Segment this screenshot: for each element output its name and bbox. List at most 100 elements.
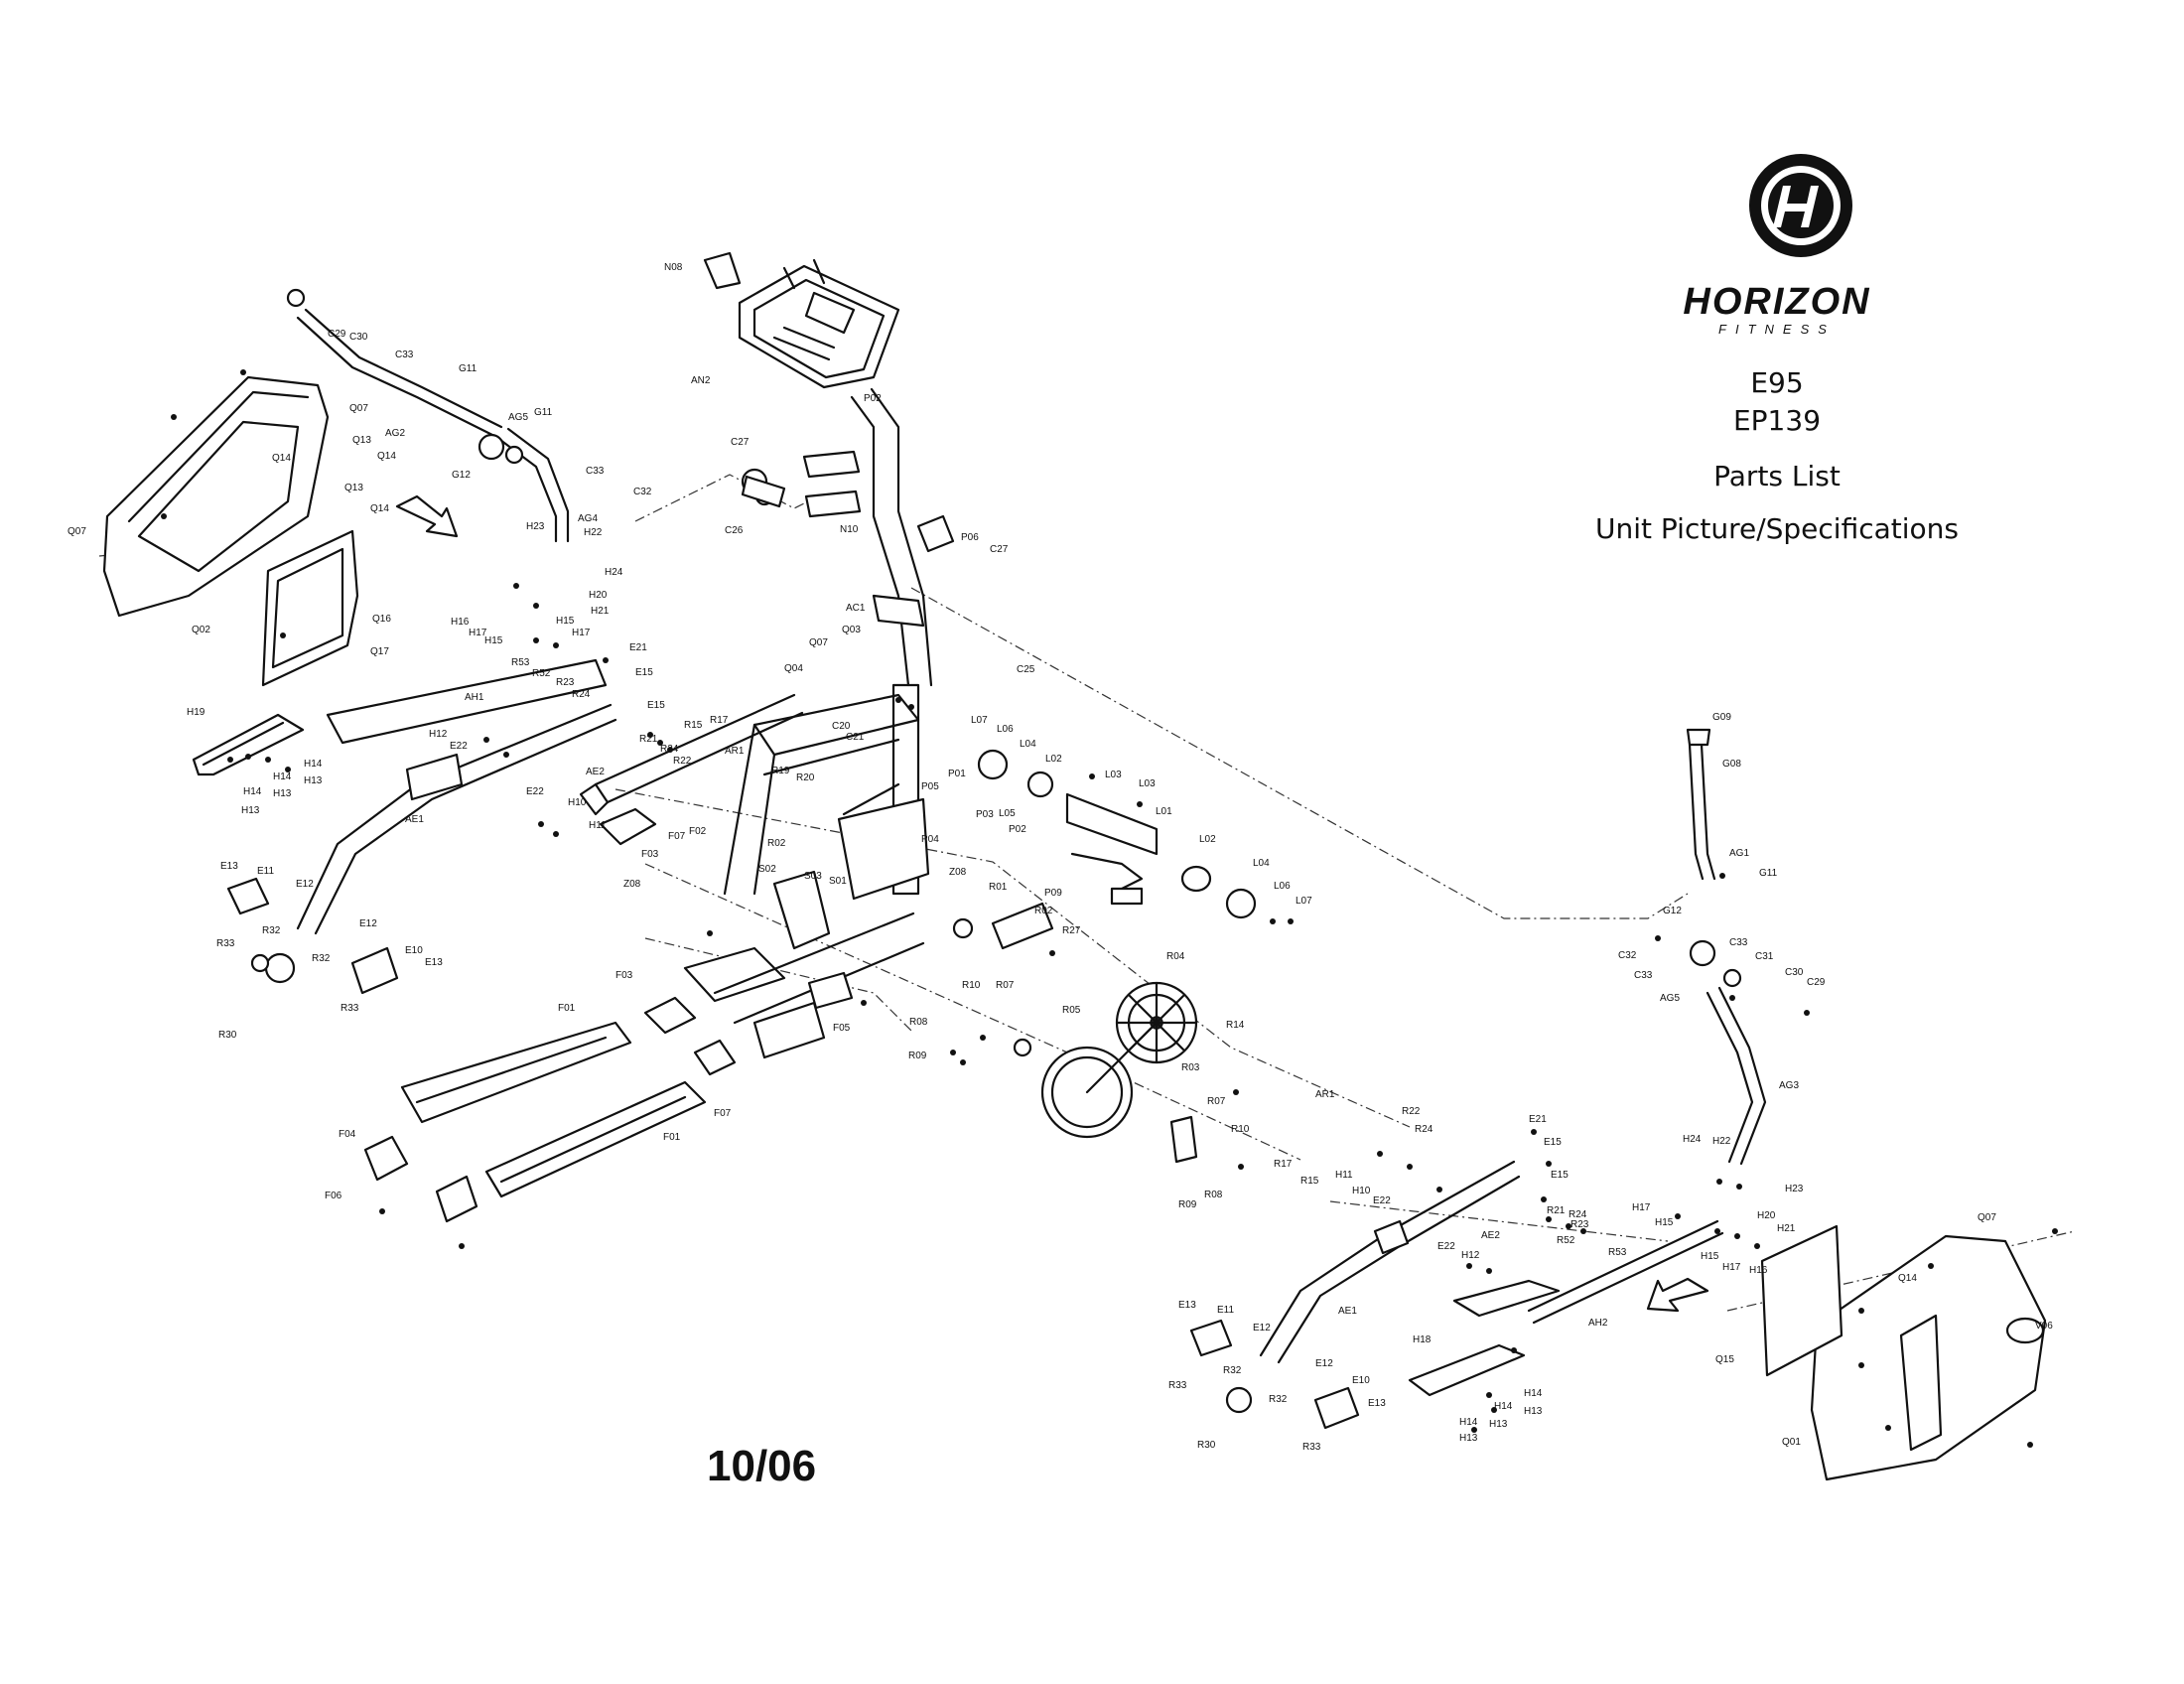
horizon-logo-icon [1749, 154, 1852, 257]
label-p01: P01 [948, 769, 966, 779]
model-ep139: EP139 [1732, 404, 1822, 437]
label-p05: P05 [921, 781, 939, 792]
label-ag1: AG1 [1729, 848, 1749, 859]
hardware-dots [161, 369, 2058, 1448]
label-h16: H16 [451, 617, 470, 628]
label-q17: Q17 [370, 646, 389, 657]
label-f07: F07 [668, 831, 686, 842]
label-r05: R05 [1062, 1005, 1081, 1016]
label-r32-d: R32 [1269, 1394, 1288, 1405]
label-ae1: AE1 [405, 814, 424, 825]
label-c33-d: C33 [1729, 937, 1748, 948]
label-r01: R01 [989, 882, 1008, 893]
label-r21: R21 [639, 734, 658, 745]
label-h17: H17 [469, 628, 487, 638]
label-s01: S01 [829, 876, 847, 887]
label-ar1: AR1 [725, 746, 745, 757]
right-shroud-q01 [1760, 1224, 2047, 1481]
label-c32: C32 [633, 487, 652, 497]
label-r53: R53 [511, 657, 530, 668]
label-ag5: AG5 [508, 412, 528, 423]
label-ag5-b: AG5 [1660, 993, 1680, 1004]
label-h13: H13 [304, 775, 323, 786]
label-g08: G08 [1722, 759, 1741, 770]
label-e15-d: E15 [1551, 1170, 1569, 1181]
label-h11: H11 [589, 820, 607, 831]
label-r14: R14 [1226, 1020, 1245, 1031]
main-frame [579, 683, 930, 1059]
label-h12-b: H12 [1461, 1250, 1480, 1261]
label-q14: Q14 [377, 451, 396, 462]
label-e12: E12 [296, 879, 314, 890]
label-f07-b: F07 [714, 1108, 732, 1119]
label-r32-c: R32 [1223, 1365, 1242, 1376]
label-e13-d: E13 [1368, 1398, 1386, 1409]
label-e21-b: E21 [1529, 1114, 1547, 1125]
title-block: HORIZON FITNESS E95 EP139 Parts List Uni… [1569, 159, 1985, 545]
label-ar1-b: AR1 [1315, 1089, 1335, 1100]
label-r30: R30 [218, 1030, 237, 1041]
label-r24: R24 [572, 689, 591, 700]
label-r02-b: R02 [1034, 906, 1053, 916]
label-h22: H22 [584, 527, 603, 538]
label-r10: R10 [962, 980, 981, 991]
right-pedal-arm-ah2 [1408, 1219, 1724, 1397]
label-ae1-b: AE1 [1338, 1306, 1357, 1317]
label-r07-b: R07 [1207, 1096, 1226, 1107]
label-r21-b: R21 [1547, 1205, 1566, 1216]
label-c25: C25 [1017, 664, 1035, 675]
label-h15-b: H15 [556, 616, 575, 627]
label-q14-b: Q14 [272, 453, 291, 464]
label-l04-b: L04 [1253, 858, 1270, 869]
label-l04: L04 [1020, 739, 1036, 750]
label-r23: R23 [556, 677, 575, 688]
label-h14-e: H14 [1494, 1401, 1513, 1412]
label-e10: E10 [405, 945, 423, 956]
label-q07-b: Q07 [349, 403, 368, 414]
label-r52: R52 [532, 668, 551, 679]
label-r17: R17 [710, 715, 729, 726]
label-l01: L01 [1156, 806, 1172, 817]
label-g09: G09 [1712, 712, 1731, 723]
label-h15-d: H15 [1701, 1251, 1719, 1262]
label-r19: R19 [771, 766, 790, 776]
label-c21: C21 [846, 732, 865, 743]
label-r32-b: R32 [312, 953, 331, 964]
label-r22: R22 [673, 756, 692, 767]
label-h11-b: H11 [1335, 1170, 1353, 1181]
label-h10: H10 [568, 797, 587, 808]
label-r27: R27 [1062, 925, 1081, 936]
label-q04: Q04 [784, 663, 803, 674]
label-r24-b: R24 [660, 744, 679, 755]
label-r08: R08 [909, 1017, 928, 1028]
label-r15-b: R15 [1300, 1176, 1319, 1187]
label-p09: P09 [1044, 888, 1062, 899]
label-e12-c: E12 [1253, 1323, 1271, 1333]
label-h14-f: H14 [1459, 1417, 1478, 1428]
label-h15-c: H15 [1655, 1217, 1674, 1228]
label-h13-b: H13 [273, 788, 292, 799]
label-l03: L03 [1105, 770, 1122, 780]
label-h24: H24 [605, 567, 623, 578]
label-r30-b: R30 [1197, 1440, 1216, 1451]
label-p03: P03 [976, 809, 994, 820]
flywheel-assembly [1013, 981, 1198, 1164]
label-ah2: AH2 [1588, 1318, 1608, 1329]
label-q15: Q15 [1715, 1354, 1734, 1365]
direction-arrows [395, 494, 1709, 1313]
label-r33-c: R33 [1168, 1380, 1187, 1391]
label-e21: E21 [629, 642, 647, 653]
left-crank-arm-ae1 [226, 703, 617, 995]
label-c29-b: C29 [1807, 977, 1826, 988]
left-upper-arm-ag2 [286, 288, 570, 543]
label-q07-c: Q07 [68, 526, 86, 537]
label-h12: H12 [429, 729, 448, 740]
label-l07: L07 [971, 715, 988, 726]
label-r23-b: R23 [1570, 1219, 1589, 1230]
label-q03: Q03 [842, 625, 861, 635]
left-shroud-q02 [102, 375, 359, 687]
label-s03: S03 [804, 871, 822, 882]
label-h17-c: H17 [1632, 1202, 1651, 1213]
label-l02-b: L02 [1199, 834, 1216, 845]
label-h20-b: H20 [1757, 1210, 1776, 1221]
